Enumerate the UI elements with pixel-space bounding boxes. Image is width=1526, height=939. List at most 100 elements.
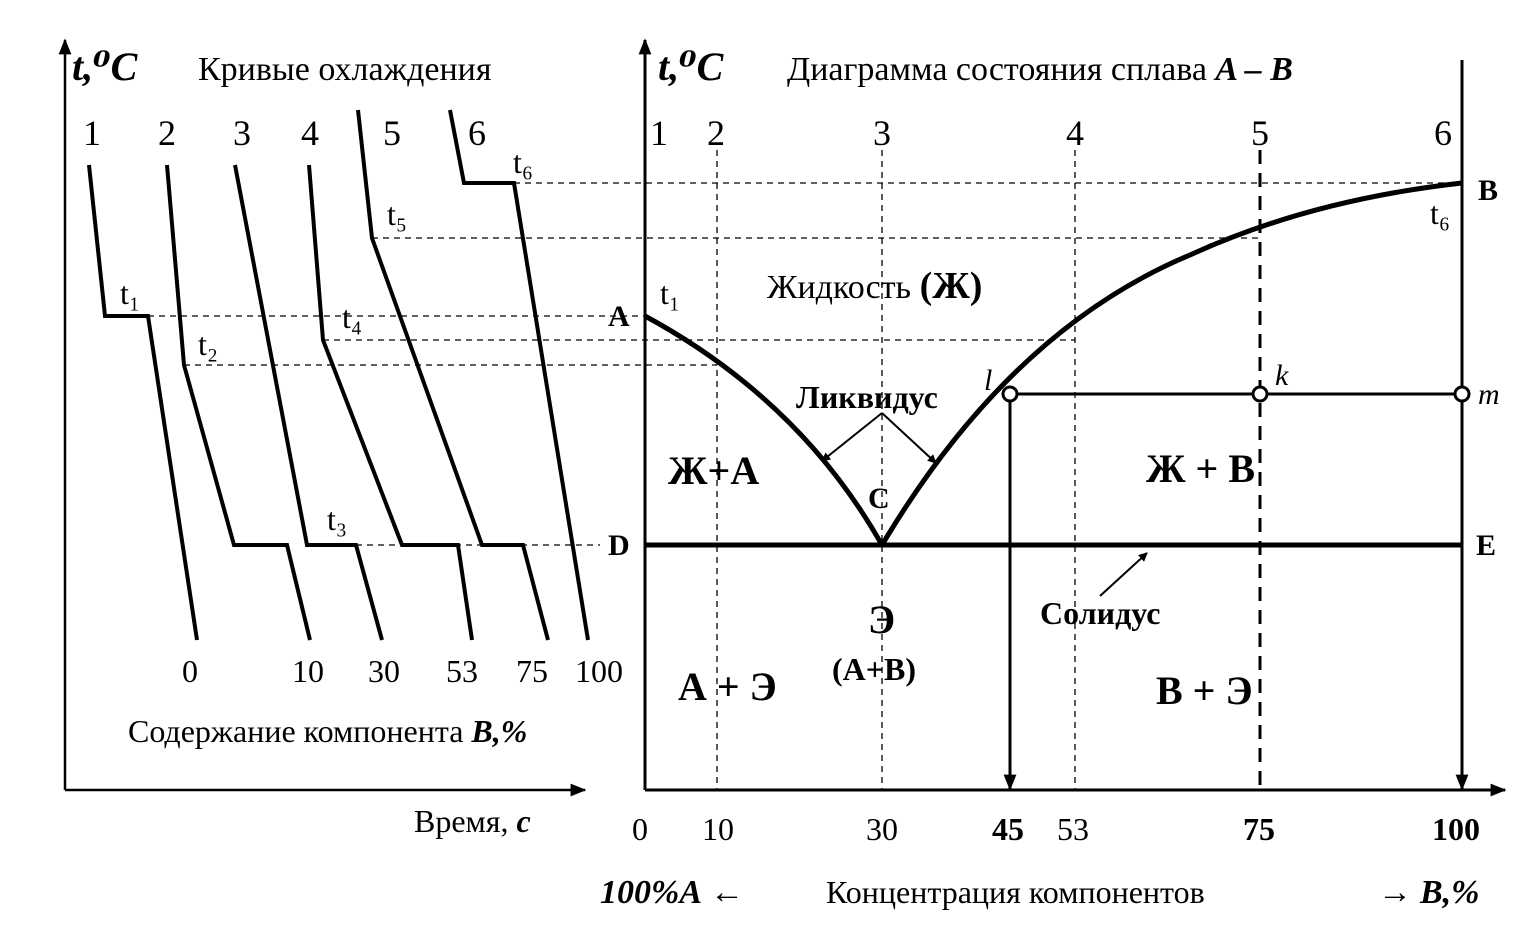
composition-30: 30	[368, 653, 400, 689]
region-liquid-text: Жидкость	[767, 269, 920, 306]
curve-number-1: 1	[83, 113, 101, 153]
left-y-axis-label: t,⁰C	[72, 44, 139, 89]
point-label-k: k	[1275, 359, 1289, 392]
label-t1-left: t₁	[120, 275, 140, 311]
curve-number-3: 3	[233, 113, 251, 153]
solidus-arrow	[1099, 552, 1148, 597]
time-axis-unit: c	[517, 803, 531, 839]
label-t1-right: t₁	[660, 275, 680, 311]
phase-points	[1001, 385, 1471, 403]
alloy-number-2: 2	[707, 113, 725, 153]
composition-caption: Содержание компонента B,%	[128, 713, 527, 749]
point-label-B: B	[1478, 174, 1498, 207]
concentration-axis-right-end: →B,%	[1378, 874, 1480, 911]
tick-53: 53	[1057, 811, 1089, 847]
tick-75: 75	[1243, 811, 1275, 847]
tick-100: 100	[1432, 811, 1480, 847]
curve-temperature-labels: t₁ t₂ t₃ t₄ t₅ t₆	[120, 144, 533, 537]
composition-caption-text: Содержание компонента	[128, 713, 471, 749]
right-panel-title: Диаграмма состояния сплава A – B	[787, 51, 1293, 88]
tick-0: 0	[632, 811, 648, 847]
label-solidus: Солидус	[1040, 595, 1160, 631]
label-t6-right: t₆	[1430, 195, 1450, 231]
composition-100: 100	[575, 653, 623, 689]
point-m	[1453, 385, 1471, 403]
liquidus-right-branch	[879, 180, 1463, 547]
composition-10: 10	[292, 653, 324, 689]
left-panel-title: Кривые охлаждения	[198, 51, 492, 88]
tick-45: 45	[992, 811, 1024, 847]
time-axis-label: Время, c	[414, 803, 531, 839]
liquidus-arrow-left	[821, 412, 883, 462]
axis-left-component: 100%A	[600, 874, 702, 911]
liquidus-left-branch	[643, 313, 885, 547]
label-liquidus: Ликвидус	[796, 379, 938, 415]
cooling-curve-1	[87, 164, 199, 641]
cooling-curve-4	[307, 164, 474, 641]
label-t4-left: t₄	[342, 299, 362, 335]
point-label-A: A	[608, 300, 630, 333]
curve-number-2: 2	[158, 113, 176, 153]
tick-10: 10	[702, 811, 734, 847]
time-axis-text: Время,	[414, 803, 517, 839]
region-eutectic: Э	[868, 597, 895, 642]
liquidus-pointer-arrows	[821, 412, 1148, 597]
axis-left-arrow: ←	[710, 874, 744, 911]
alloy-numbers: 1 2 3 4 5 6	[650, 113, 1452, 153]
label-t5-left: t₅	[387, 196, 407, 232]
region-liquid-plus-a: Ж+А	[668, 448, 759, 493]
label-t2-left: t₂	[198, 326, 218, 362]
composition-caption-unit: B,%	[470, 713, 527, 749]
region-b-plus-e: В + Э	[1156, 668, 1253, 713]
curve-number-6: 6	[468, 113, 486, 153]
axis-right-component: B,%	[1419, 874, 1480, 911]
cooling-curve-3	[233, 164, 384, 641]
alloy-number-5: 5	[1251, 113, 1269, 153]
region-eutectic-composition: (А+В)	[832, 651, 916, 687]
curve-number-4: 4	[301, 113, 319, 153]
right-title-text: Диаграмма состояния сплава	[787, 51, 1215, 88]
concentration-axis-label: Концентрация компонентов	[826, 874, 1205, 910]
phase-lines	[643, 180, 1463, 548]
label-t3-left: t₃	[327, 501, 347, 537]
axis-right-arrow: →	[1378, 874, 1412, 911]
region-liquid: Жидкость (Ж)	[767, 265, 982, 307]
point-label-l: l	[984, 364, 992, 397]
point-label-D: D	[608, 529, 630, 562]
alloy-number-3: 3	[873, 113, 891, 153]
label-t6-left: t₆	[513, 144, 533, 180]
cooling-curves-panel: t,⁰C Кривые охлаждения 1 2 3 4 5 6 t₁ t₂…	[58, 38, 623, 839]
alloy-number-1: 1	[650, 113, 668, 153]
right-title-alloy: A – B	[1213, 51, 1292, 88]
point-l	[1001, 385, 1019, 403]
cooling-curve-lines	[87, 109, 590, 641]
point-label-m: m	[1478, 378, 1500, 411]
alloy-number-4: 4	[1066, 113, 1084, 153]
curve-number-5: 5	[383, 113, 401, 153]
alloy-verticals	[716, 150, 1262, 790]
composition-labels: 0 10 30 53 75 100	[182, 653, 623, 689]
region-liquid-plus-b: Ж + В	[1146, 446, 1255, 491]
alloy-number-6: 6	[1434, 113, 1452, 153]
region-liquid-symbol: (Ж)	[920, 265, 983, 307]
cooling-curve-5	[356, 109, 550, 641]
concentration-ticks: 0 10 30 45 53 75 100	[632, 811, 1480, 847]
temperature-projection-lines	[148, 182, 1462, 546]
point-label-C: C	[868, 482, 890, 515]
point-k	[1251, 385, 1269, 403]
tick-30: 30	[866, 811, 898, 847]
right-y-axis-label: t,⁰C	[658, 44, 725, 89]
point-label-E: E	[1476, 529, 1496, 562]
curve-numbers: 1 2 3 4 5 6	[83, 113, 486, 153]
cooling-curve-6	[448, 109, 590, 641]
cooling-curve-2	[165, 164, 312, 641]
phase-diagram-panel: t,⁰C Диаграмма состояния сплава A – B 1 …	[600, 38, 1507, 911]
liquidus-arrow-right	[881, 412, 937, 464]
composition-53: 53	[446, 653, 478, 689]
concentration-axis-left-end: 100%A←	[600, 874, 744, 911]
composition-75: 75	[516, 653, 548, 689]
point-labels: A B C D E l k m	[608, 174, 1500, 562]
region-a-plus-e: А + Э	[678, 664, 777, 709]
composition-0: 0	[182, 653, 198, 689]
